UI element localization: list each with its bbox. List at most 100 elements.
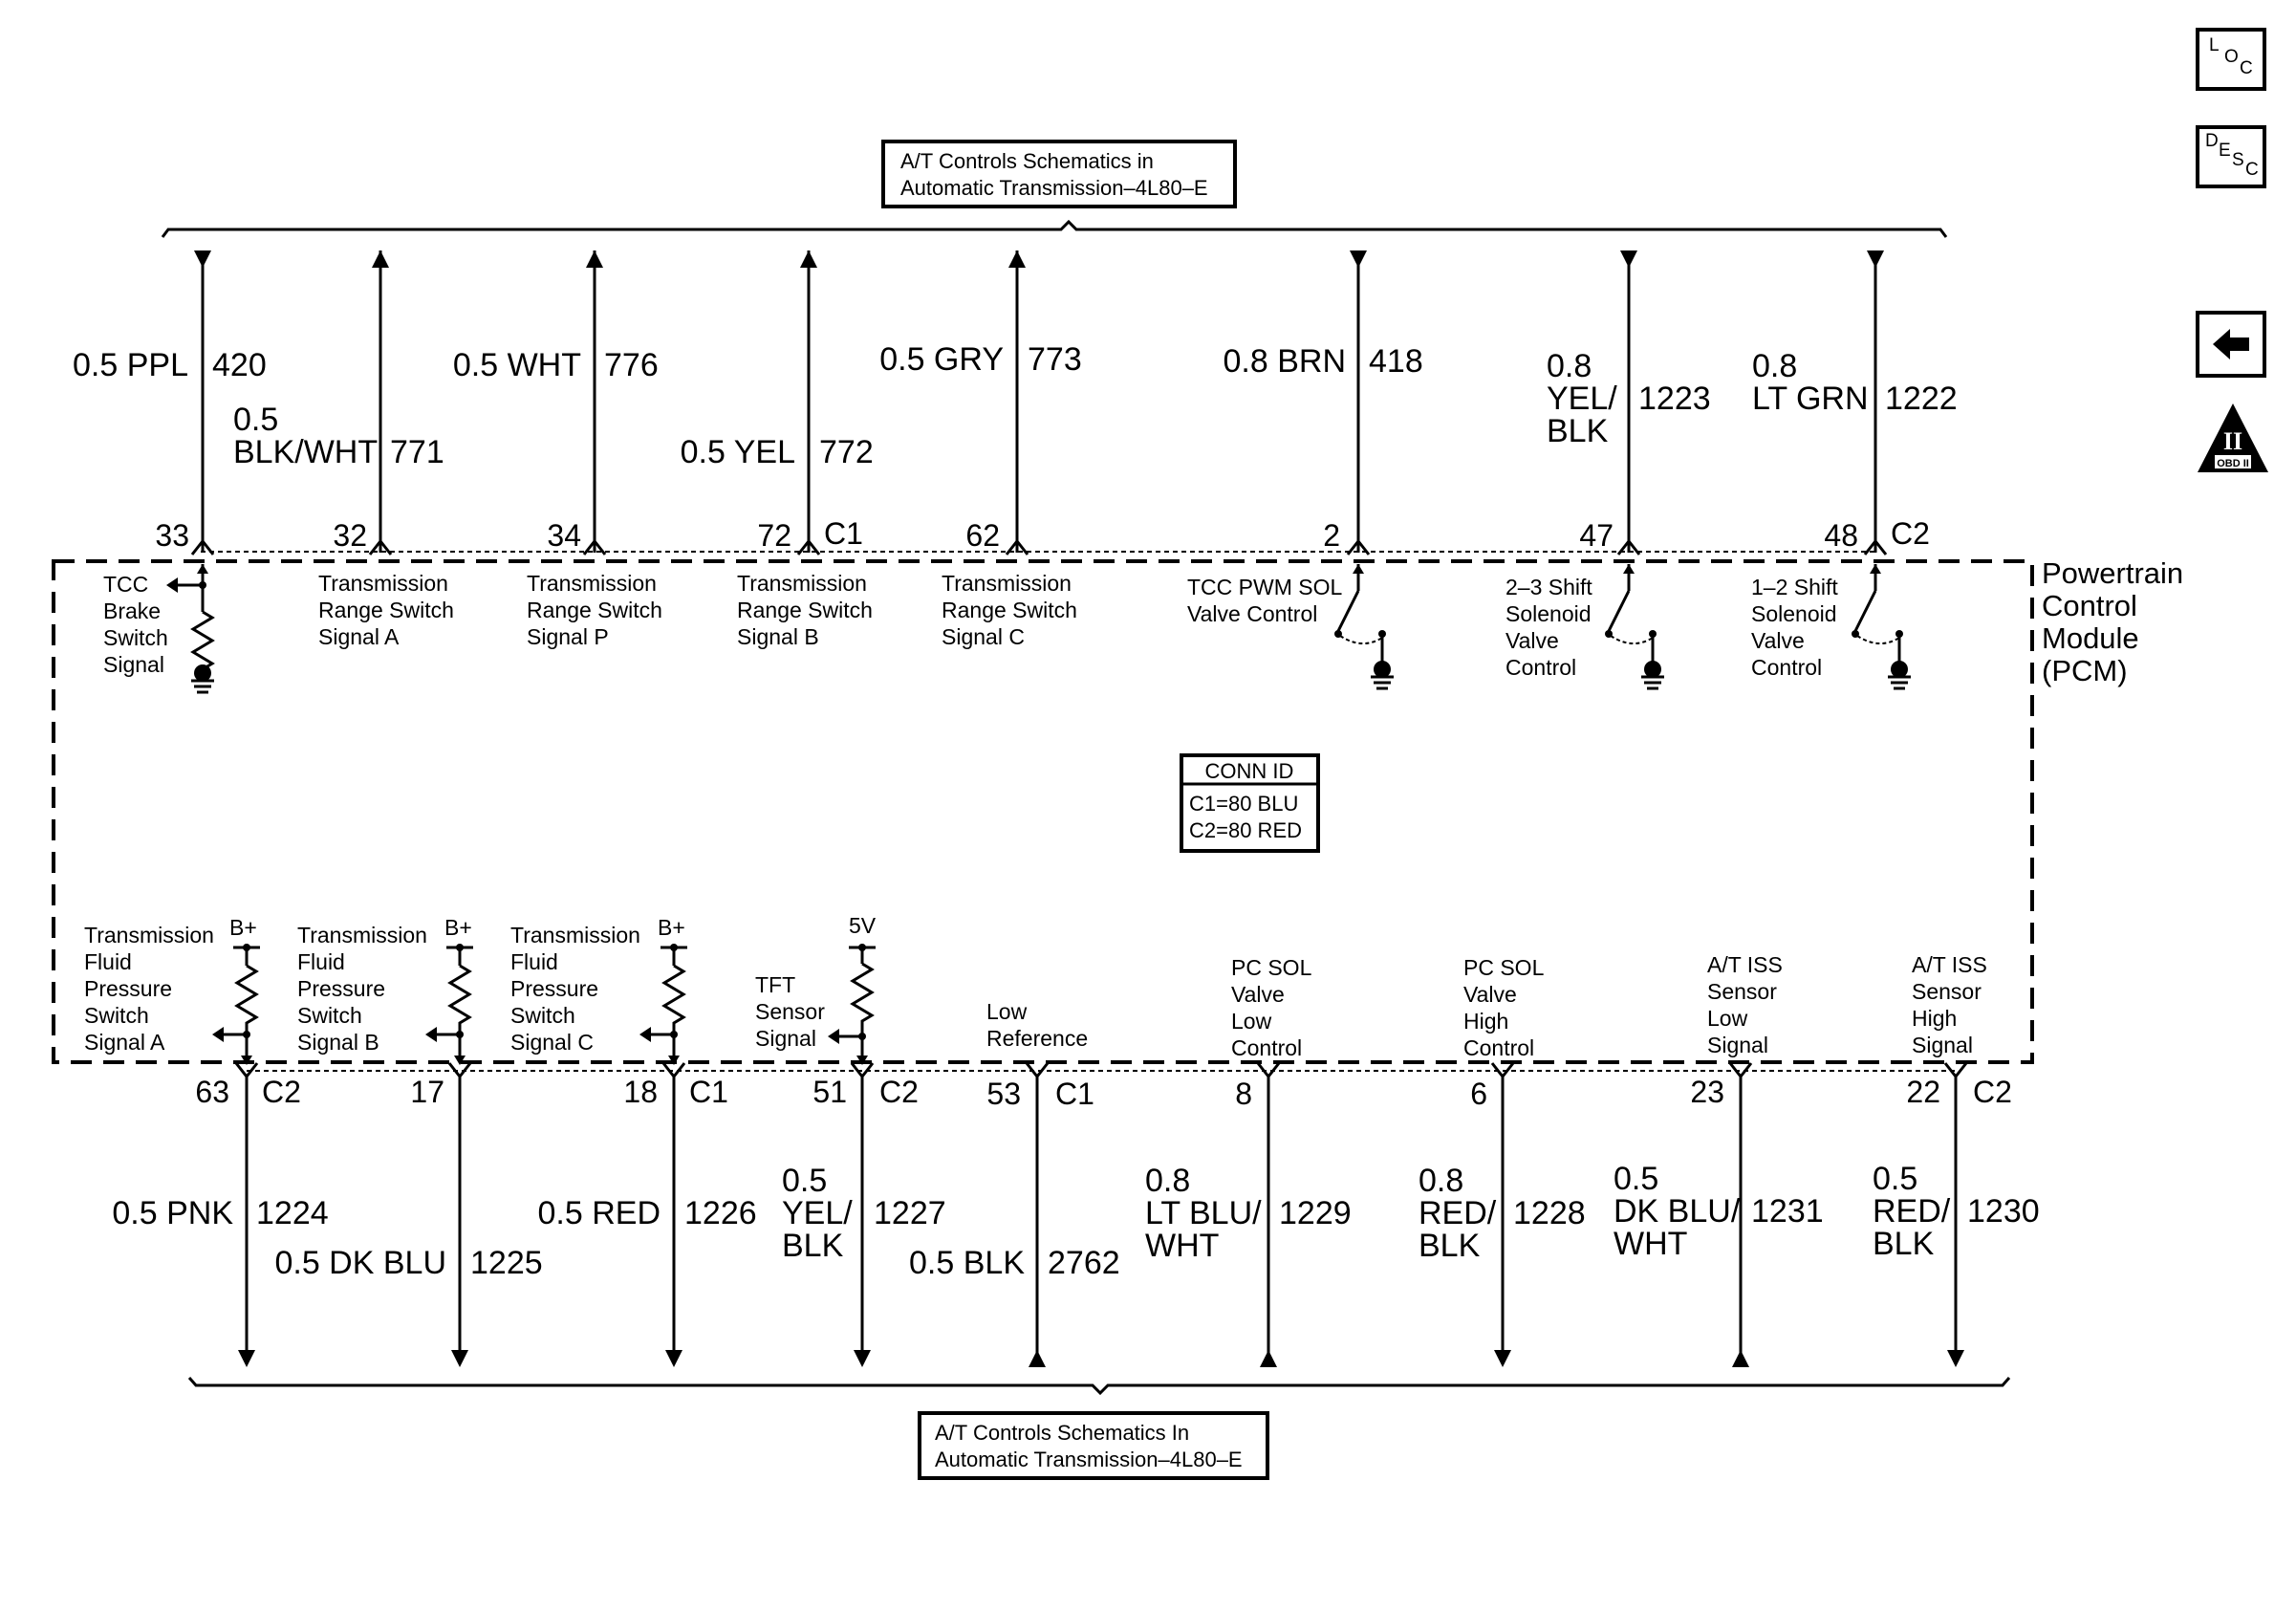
circuit-number: 420 [212, 347, 267, 383]
svg-text:PC SOL: PC SOL [1463, 955, 1545, 980]
circuit-number: 1224 [256, 1195, 329, 1231]
wire-color: 0.5 DK BLU [274, 1245, 446, 1281]
top-label-4: Transmission Range Switch Signal C [942, 571, 1077, 649]
arrow-up-icon [800, 250, 817, 268]
wire-color: 0.5 RED [538, 1195, 661, 1231]
pin-number: 47 [1579, 518, 1614, 553]
wire-color: WHT [1145, 1228, 1219, 1264]
svg-text:TCC PWM SOL: TCC PWM SOL [1187, 575, 1342, 599]
bottom-label-0: Transmission Fluid Pressure Switch Signa… [84, 923, 214, 1055]
wire-color: 0.5 [782, 1163, 827, 1199]
pin-number: 2 [1323, 518, 1340, 553]
svg-text:TCC: TCC [103, 572, 148, 597]
svg-text:Switch: Switch [297, 1003, 362, 1028]
top-reference-box[interactable]: A/T Controls Schematics in Automatic Tra… [881, 140, 1237, 208]
svg-text:Switch: Switch [84, 1003, 149, 1028]
arrow-up-icon [1260, 1350, 1277, 1367]
back-button[interactable] [2196, 311, 2266, 378]
wire-color: 0.5 [1614, 1161, 1658, 1197]
svg-text:Control: Control [1505, 655, 1576, 680]
wire-color: 0.5 YEL [681, 434, 795, 470]
circuit-number: 418 [1369, 343, 1423, 380]
svg-text:Signal B: Signal B [297, 1030, 379, 1055]
wire-color: WHT [1614, 1226, 1687, 1262]
svg-text:Signal B: Signal B [737, 624, 819, 649]
pcm-boundary [52, 559, 2034, 1064]
wire-color: YEL/ [782, 1195, 853, 1231]
pin-number: 32 [333, 518, 367, 553]
svg-text:Transmission: Transmission [510, 923, 640, 947]
wire-color: LT BLU/ [1145, 1195, 1262, 1231]
pin-number: 63 [195, 1075, 229, 1109]
bottom-reference-line2: Automatic Transmission–4L80–E [935, 1448, 1243, 1471]
wire-color: 0.5 WHT [453, 347, 581, 383]
svg-text:Transmission: Transmission [527, 571, 657, 596]
wire-color: BLK [1873, 1226, 1935, 1262]
svg-text:Control: Control [2042, 589, 2137, 622]
arrow-down-icon [238, 1350, 255, 1367]
svg-text:Signal A: Signal A [84, 1030, 165, 1055]
svg-text:Signal: Signal [1912, 1033, 1973, 1057]
desc-button[interactable]: D E S C [2196, 125, 2266, 188]
wire-color: BLK [782, 1228, 844, 1264]
svg-text:Range Switch: Range Switch [527, 598, 662, 622]
supply-label: B+ [444, 915, 472, 940]
svg-text:Transmission: Transmission [737, 571, 867, 596]
circuit-number: 2762 [1048, 1245, 1120, 1281]
svg-text:Control: Control [1463, 1035, 1534, 1060]
svg-text:Fluid: Fluid [297, 949, 345, 974]
bottom-bracket [187, 1377, 2011, 1396]
svg-text:Signal A: Signal A [318, 624, 400, 649]
circuit-number: 1222 [1885, 381, 1958, 417]
desc-letter-d: D [2205, 131, 2219, 151]
wire-color: 0.8 [1145, 1163, 1190, 1199]
conn-id-title: CONN ID [1205, 759, 1294, 783]
svg-text:TFT: TFT [755, 972, 795, 997]
obd-label: OBD II [2217, 458, 2249, 469]
obd-ii-icon[interactable]: II OBD II [2194, 400, 2272, 476]
svg-text:Pressure: Pressure [297, 976, 385, 1001]
wire-color: 0.8 [1752, 348, 1797, 384]
svg-text:Reference: Reference [986, 1026, 1088, 1051]
svg-text:Solenoid: Solenoid [1505, 601, 1592, 626]
svg-text:Signal: Signal [755, 1026, 816, 1051]
svg-text:2–3 Shift: 2–3 Shift [1505, 575, 1592, 599]
pin-number: 51 [812, 1075, 847, 1109]
svg-text:1–2 Shift: 1–2 Shift [1751, 575, 1838, 599]
svg-text:Valve: Valve [1463, 982, 1517, 1007]
svg-text:Signal C: Signal C [510, 1030, 594, 1055]
connector-id: C2 [879, 1075, 919, 1109]
top-label-7: 1–2 Shift Solenoid Valve Control [1751, 575, 1838, 680]
wire-color: RED/ [1873, 1193, 1951, 1230]
bottom-wire-1229: 0.8 LT BLU/ WHT 1229 8 [1145, 1062, 1352, 1367]
svg-text:Sensor: Sensor [1707, 979, 1777, 1004]
obd-numeral: II [2223, 427, 2242, 455]
arrow-down-icon [1947, 1350, 1964, 1367]
wire-color: DK BLU/ [1614, 1193, 1741, 1230]
circuit-number: 1226 [684, 1195, 757, 1231]
wire-color: BLK/WHT [233, 434, 378, 470]
arrow-down-icon [1494, 1350, 1511, 1367]
solenoid-switch-1222 [1852, 564, 1911, 690]
bottom-label-1: Transmission Fluid Pressure Switch Signa… [297, 923, 427, 1055]
svg-text:Sensor: Sensor [1912, 979, 1982, 1004]
top-label-3: Transmission Range Switch Signal B [737, 571, 873, 649]
top-wire-1222: 0.8 LT GRN 1222 48 C2 [1752, 250, 1958, 555]
wire-color: RED/ [1419, 1195, 1497, 1231]
svg-text:A/T ISS: A/T ISS [1707, 952, 1783, 977]
bottom-label-7: A/T ISS Sensor Low Signal [1707, 952, 1783, 1057]
arrow-up-icon [1008, 250, 1026, 268]
wire-color: 0.5 BLK [909, 1245, 1025, 1281]
pressure-switch-b-component: B+ [425, 915, 473, 1065]
bottom-reference-box[interactable]: A/T Controls Schematics In Automatic Tra… [918, 1411, 1269, 1480]
tcc-brake-switch-component [166, 564, 215, 694]
pin-number: 17 [410, 1075, 444, 1109]
svg-text:Signal C: Signal C [942, 624, 1025, 649]
loc-button[interactable]: L O C [2196, 28, 2266, 91]
svg-text:(PCM): (PCM) [2042, 654, 2128, 687]
arrow-up-icon [586, 250, 603, 268]
circuit-number: 772 [819, 434, 874, 470]
arrow-down-icon [194, 250, 211, 268]
wire-color: 0.5 [233, 402, 278, 438]
